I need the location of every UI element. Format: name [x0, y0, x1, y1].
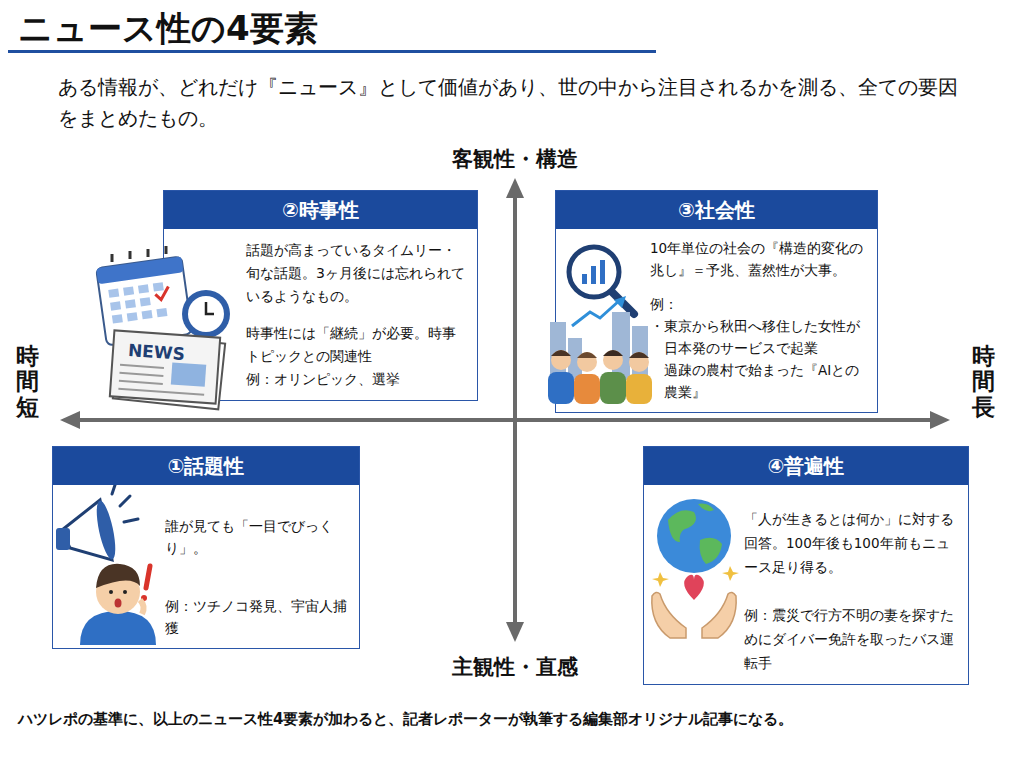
box-body-text: 例：ツチノコ発見、宇宙人捕獲: [165, 595, 353, 639]
subtitle-text: ある情報が、どれだけ『ニュース』として価値があり、世の中から注目されるかを測る、…: [58, 72, 958, 134]
box-body-text: 「人が生きるとは何か」に対する回答。100年後も100年前もニュース足り得る。: [744, 507, 962, 579]
calendar-icon-part-part: [110, 301, 121, 310]
calendar-icon-part-part: [123, 286, 134, 295]
box-heading: ②時事性: [164, 191, 477, 229]
category-box: ②時事性話題が高まっているタイムリー・旬な話題。3ヶ月後には忘れられているような…: [163, 190, 478, 401]
axis-arrows-part: [513, 196, 517, 624]
box-heading: ③社会性: [556, 191, 877, 229]
calendar-icon-part-part: [125, 299, 136, 308]
box-body-text: 時事性には「継続」が必要。時事トピックとの関連性: [246, 322, 469, 368]
calendar-icon-part-part: [127, 312, 138, 321]
box-body-text: 10年単位の社会の『構造的変化の兆し』＝予兆、蓋然性が大事。: [650, 237, 871, 281]
axis-arrows-part: [78, 418, 932, 422]
axis-label: 主観性・直感: [415, 654, 615, 680]
calendar-icon-part-part: [112, 314, 123, 323]
box-body-text: 過疎の農村で始まった『AIとの農業』: [664, 359, 871, 403]
calendar-icon-part-part: [129, 251, 132, 259]
calendar-icon-part-part: [147, 249, 150, 257]
category-box: ③社会性 10年単位の社会の『構造的変化の兆し』＝予兆、蓋然性が大事。例：・東京か…: [555, 190, 878, 413]
page-title: ニュース性の4要素: [18, 6, 318, 52]
axis-label: 時間長: [972, 344, 995, 420]
axis-arrows-part: [930, 411, 950, 429]
calendar-icon-part: [112, 246, 166, 262]
newspaper-icon-part-part: [120, 365, 164, 368]
calendar-icon-part-part: [111, 254, 114, 262]
box-body-text: 例：オリンピック、選挙: [246, 368, 469, 391]
box-body-text: 例：: [650, 293, 871, 315]
axis-label: 客観性・構造: [415, 146, 615, 172]
newspaper-icon-part-part: [119, 373, 163, 376]
box-body-text: 誰が見ても「一目でびっくり」。: [165, 515, 353, 559]
calendar-icon-part-part: [138, 284, 149, 293]
footer-caption: ハツレポの基準に、以上のニュース性4要素が加わると、記者レポーターが執筆する編集…: [18, 710, 1008, 729]
calendar-icon-part-part: [142, 310, 153, 319]
box-body-text: 例：震災で行方不明の妻を探すためにダイバー免許を取ったバス運転手: [744, 603, 962, 675]
axis-arrows-part: [60, 411, 80, 429]
axis-arrows-part: [506, 178, 524, 198]
calendar-icon-part: [108, 282, 167, 323]
axis-label: 時間短: [16, 344, 39, 420]
title-underline-part: [8, 50, 656, 53]
calendar-icon-part-part: [140, 297, 151, 306]
box-heading: ④普遍性: [644, 447, 968, 485]
newspaper-title: NEWS: [127, 340, 184, 364]
newspaper-icon-part-part: [119, 381, 163, 384]
axis-arrows-part: [506, 622, 524, 642]
category-box: ④普遍性「人が生きるとは何か」に対する回答。100年後も100年前もニュース足り…: [643, 446, 969, 685]
category-box: ①話題性誰が見ても「一目でびっくり」。例：ツチノコ発見、宇宙人捕獲: [52, 446, 360, 649]
calendar-icon-part-part: [108, 288, 119, 297]
box-heading: ①話題性: [53, 447, 359, 485]
box-body-text: ・東京から秋田へ移住した女性が日本発のサービスで起業: [664, 315, 871, 359]
box-body-text: 話題が高まっているタイムリー・旬な話題。3ヶ月後には忘れられているようなもの。: [246, 239, 469, 308]
title-underline: [8, 50, 656, 53]
